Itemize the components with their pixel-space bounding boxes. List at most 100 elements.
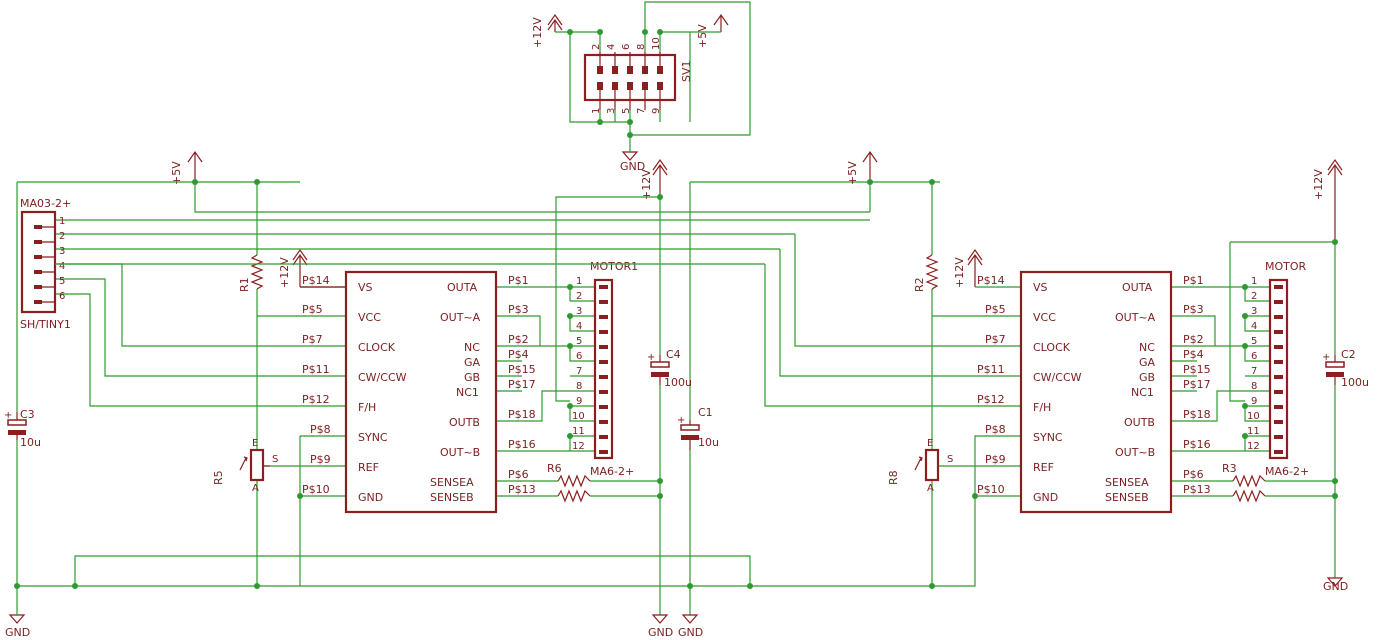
svg-text:10: 10 xyxy=(1247,411,1260,422)
left-capacitor-c3[interactable]: + C3 10u xyxy=(4,408,41,449)
svg-text:VCC: VCC xyxy=(1033,311,1056,324)
svg-text:7: 7 xyxy=(1251,366,1257,377)
svg-text:4: 4 xyxy=(1251,321,1257,332)
right-12v-cap-supply-icon: +12V xyxy=(1312,158,1343,242)
svg-text:SYNC: SYNC xyxy=(358,431,388,444)
right-driver-ic[interactable]: P$14 VS P$5 VCC P$7 CLOCK P$11 CW/CCW P$… xyxy=(977,270,1211,514)
left-potentiometer-r5[interactable]: E A S R5 xyxy=(212,438,278,494)
svg-text:8: 8 xyxy=(576,381,582,392)
sv1-pin-2: 2 xyxy=(591,44,602,50)
right-5v-label: +5V xyxy=(846,161,859,185)
svg-text:A: A xyxy=(252,483,259,494)
svg-text:F/H: F/H xyxy=(1033,401,1051,414)
svg-text:SYNC: SYNC xyxy=(1033,431,1063,444)
svg-text:P$17: P$17 xyxy=(1183,378,1211,391)
svg-text:CW/CCW: CW/CCW xyxy=(358,371,407,384)
svg-text:11: 11 xyxy=(1247,426,1260,437)
svg-text:REF: REF xyxy=(1033,461,1054,474)
svg-text:OUTB: OUTB xyxy=(449,416,480,429)
svg-text:GB: GB xyxy=(464,371,480,384)
svg-text:P$17: P$17 xyxy=(508,378,536,391)
svg-text:P$5: P$5 xyxy=(302,303,323,316)
svg-text:7: 7 xyxy=(576,366,582,377)
svg-text:12: 12 xyxy=(572,441,585,452)
connector-pin-4: 4 xyxy=(59,261,65,272)
svg-text:P$2: P$2 xyxy=(1183,333,1204,346)
svg-text:8: 8 xyxy=(1251,381,1257,392)
mid-gnd-label-1: GND xyxy=(648,626,673,639)
left-driver-ic[interactable]: P$14 VS P$5 VCC P$7 CLOCK P$11 CW/CCW P$… xyxy=(300,270,536,514)
svg-text:OUTA: OUTA xyxy=(1122,281,1153,294)
connector-pin-6: 6 xyxy=(59,291,65,302)
right-resistor-r2[interactable]: R2 xyxy=(913,254,939,292)
r2-name: R2 xyxy=(913,277,926,292)
motor-name: MOTOR xyxy=(1265,260,1307,273)
svg-text:1: 1 xyxy=(576,276,582,287)
right-potentiometer-r8[interactable]: E A S R8 xyxy=(887,438,953,494)
svg-text:OUTB: OUTB xyxy=(1124,416,1155,429)
right-gnd-icon: GND xyxy=(1323,577,1348,593)
sv1-pin-10: 10 xyxy=(651,37,662,50)
connector-part: SH/TINY1 xyxy=(20,318,71,331)
svg-text:NC: NC xyxy=(464,341,480,354)
left-sense-resistor-r6[interactable]: R6 xyxy=(547,462,591,503)
left-capacitor-c1[interactable]: + C1 10u xyxy=(677,406,719,450)
right-motor-connector[interactable]: MOTOR MA6-2+ 1 2 3 4 5 6 7 8 9 10 11 12 xyxy=(1247,260,1309,478)
sv1-12v-supply-icon: +12V xyxy=(531,13,563,48)
svg-text:GND: GND xyxy=(358,491,383,504)
r8-name: R8 xyxy=(887,470,900,485)
sv1-pin-6: 6 xyxy=(621,44,632,50)
svg-text:P$5: P$5 xyxy=(985,303,1006,316)
r1-name: R1 xyxy=(238,277,251,292)
svg-text:+: + xyxy=(4,410,12,421)
svg-text:CW/CCW: CW/CCW xyxy=(1033,371,1082,384)
mid-gnd-icon: GND GND xyxy=(648,614,703,639)
svg-text:SENSEA: SENSEA xyxy=(430,476,474,489)
left-capacitor-c4[interactable]: + C4 100u xyxy=(647,348,692,389)
svg-text:P$13: P$13 xyxy=(508,483,536,496)
left-motor-connector[interactable]: MOTOR1 MA6-2+ 1 2 3 4 5 6 7 8 9 10 11 12 xyxy=(572,260,638,478)
right-12v-vs-supply-icon: +12V xyxy=(953,248,983,288)
svg-text:E: E xyxy=(927,438,933,449)
svg-text:P$10: P$10 xyxy=(302,483,330,496)
svg-text:CLOCK: CLOCK xyxy=(1033,341,1071,354)
svg-text:P$14: P$14 xyxy=(302,274,330,287)
sv1-12v-label: +12V xyxy=(531,17,544,48)
svg-text:9: 9 xyxy=(576,396,582,407)
right-capacitor-c2[interactable]: + C2 100u xyxy=(1322,348,1369,389)
svg-text:F/H: F/H xyxy=(358,401,376,414)
right-sense-resistor-r3[interactable]: R3 xyxy=(1222,462,1266,503)
right-channel: +5V +12V +12V R2 xyxy=(55,150,1369,593)
left-gnd-label: GND xyxy=(5,626,30,639)
svg-text:P$7: P$7 xyxy=(302,333,323,346)
svg-text:OUT~A: OUT~A xyxy=(1115,311,1156,324)
svg-text:P$4: P$4 xyxy=(1183,348,1204,361)
sv1-5v-label: +5V xyxy=(696,24,709,48)
right-gnd-label: GND xyxy=(1323,580,1348,593)
left-12v-supply-icon: +12V xyxy=(640,158,668,200)
connector-name: MA03-2+ xyxy=(20,197,71,210)
svg-text:P$10: P$10 xyxy=(977,483,1005,496)
c1-name: C1 xyxy=(698,406,713,419)
sv1-header[interactable]: +12V +5V 2 4 6 8 10 1 3 5 7 9 xyxy=(531,1,751,173)
left-connector-ma03[interactable]: MA03-2+ SH/TINY1 1 2 3 4 5 6 xyxy=(20,197,71,331)
svg-text:3: 3 xyxy=(1251,306,1257,317)
svg-text:P$6: P$6 xyxy=(508,468,529,481)
svg-text:2: 2 xyxy=(576,291,582,302)
right-12v-vs-label: +12V xyxy=(953,257,966,288)
r6-name: R6 xyxy=(547,462,562,475)
left-resistor-r1[interactable]: R1 xyxy=(238,254,264,292)
connector-pin-2: 2 xyxy=(59,231,65,242)
svg-text:P$14: P$14 xyxy=(977,274,1005,287)
c4-value: 100u xyxy=(664,376,692,389)
svg-text:P$15: P$15 xyxy=(1183,363,1211,376)
sv1-pin-4: 4 xyxy=(606,44,617,50)
svg-text:2: 2 xyxy=(1251,291,1257,302)
svg-text:CLOCK: CLOCK xyxy=(358,341,396,354)
connector-pin-3: 3 xyxy=(59,246,65,257)
svg-text:+: + xyxy=(647,352,655,363)
svg-text:OUT~B: OUT~B xyxy=(1115,446,1155,459)
left-gnd-icon: GND xyxy=(5,610,30,639)
motor1-name: MOTOR1 xyxy=(590,260,638,273)
mid-gnd-label-2: GND xyxy=(678,626,703,639)
